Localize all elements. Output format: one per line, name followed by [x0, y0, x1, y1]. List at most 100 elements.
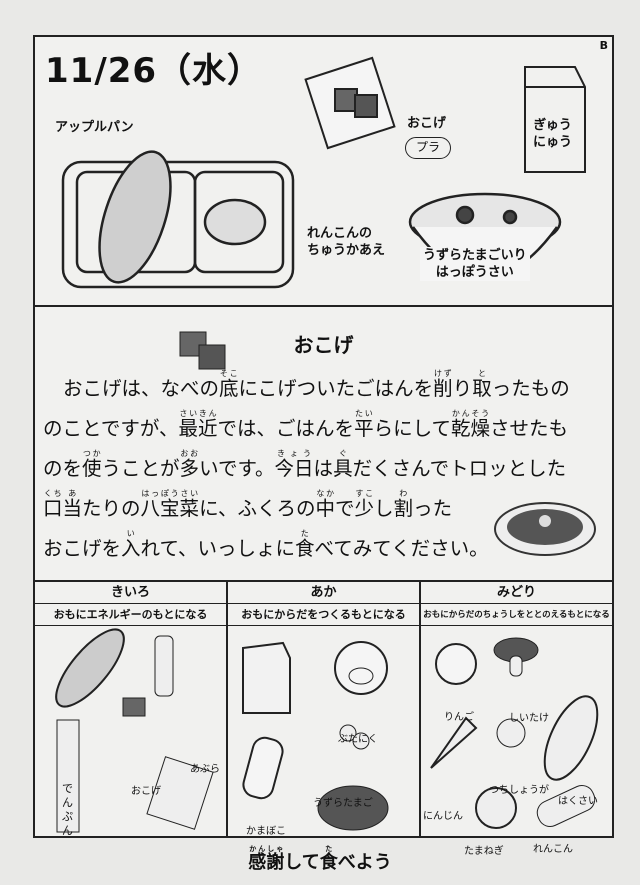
- kanji: 食: [294, 537, 315, 560]
- text-segment: うことが: [101, 457, 180, 480]
- furigana: た: [319, 845, 338, 853]
- text-segment: いです。: [199, 457, 275, 480]
- food-napa-cabbage: はくさい: [558, 796, 598, 807]
- kanji-with-furigana: 乾燥かんそう: [451, 409, 491, 440]
- food-okoge: おこげ: [131, 786, 161, 797]
- furigana: と: [472, 369, 492, 378]
- kanji: 口: [43, 497, 63, 520]
- text-segment: ったもの: [491, 377, 570, 400]
- furigana: きょう: [274, 449, 314, 458]
- text-segment: べてみてください。: [314, 537, 489, 560]
- group-description: おもにからだをつくるもとになる: [228, 604, 419, 626]
- kanji: 乾燥: [451, 417, 491, 440]
- kanji-with-furigana: 食た: [294, 529, 315, 560]
- lunch-calendar-sheet: 11/26（水） B アップルパン おこげ プラ ぎゅう にゅう れんこんの ち…: [33, 35, 614, 857]
- furigana: そこ: [219, 369, 239, 378]
- kanji: 平: [354, 417, 374, 440]
- kanji: 使: [82, 457, 102, 480]
- kanji-with-furigana: 少すこ: [355, 489, 375, 520]
- menu-illustrations: [61, 56, 586, 289]
- group-description: おもにからだのちょうしをととのえるもとになる: [421, 604, 612, 626]
- kanji-with-furigana: 使つか: [82, 449, 102, 480]
- kanji: 割: [393, 497, 414, 520]
- text-segment: に、ふくろの: [199, 497, 316, 520]
- kanji-with-furigana: 最近さいきん: [178, 409, 218, 440]
- furigana: くち: [43, 489, 63, 498]
- menu-section: 11/26（水） B アップルパン おこげ プラ ぎゅう にゅう れんこんの ち…: [35, 37, 612, 307]
- text-segment: のを: [43, 457, 83, 480]
- text-segment: らにして: [373, 417, 451, 440]
- yellow-foods-illustration: [55, 628, 214, 833]
- plastic-badge: プラ: [405, 137, 451, 159]
- text-segment: して: [284, 852, 320, 873]
- food-quail-egg: うずらたまご: [313, 798, 373, 809]
- kanji: 具: [333, 457, 353, 480]
- text-segment: し: [374, 497, 394, 520]
- furigana: たい: [354, 409, 374, 418]
- milk-carton-icon: [524, 66, 586, 173]
- kanji-with-furigana: 平たい: [354, 409, 374, 440]
- article-line: 口くち当あたりの八宝菜はっぽうさいに、ふくろの中なかで少すこし割わった: [43, 489, 513, 529]
- menu-item-milk: ぎゅう にゅう: [533, 118, 573, 150]
- green-foods-illustration: [430, 637, 599, 829]
- text-segment: では、ごはんを: [217, 417, 355, 440]
- text-segment: おこげは、なべの: [63, 377, 220, 400]
- food-onion: たまねぎ: [464, 846, 504, 857]
- text-segment: った: [413, 497, 453, 520]
- food-kamaboko: かまぼこ: [246, 826, 286, 837]
- article-line: おこげは、なべの底そこにこげついたごはんを削けずり取とったもの: [43, 369, 570, 409]
- kanji: 八宝菜: [140, 497, 200, 520]
- kanji-with-furigana: 削けず: [433, 369, 453, 400]
- furigana: かんそう: [451, 409, 491, 418]
- kanji: 入: [121, 537, 141, 560]
- furigana: かんしゃ: [248, 845, 285, 853]
- kanji: 当: [62, 497, 83, 520]
- food-pork: ぶたにく: [338, 734, 378, 745]
- group-description: おもにエネルギーのもとになる: [35, 604, 226, 626]
- kanji-with-furigana: 食た: [319, 845, 338, 873]
- footer-slogan: 感謝かんしゃして食たべよう: [0, 845, 640, 874]
- red-foods-illustration: [242, 641, 389, 831]
- kanji-with-furigana: 多おお: [179, 449, 200, 480]
- food-apple: りんご: [444, 712, 474, 723]
- text-segment: れて、いっしょに: [140, 537, 295, 560]
- text-segment: べよう: [337, 852, 392, 873]
- furigana: い: [121, 529, 141, 538]
- furigana: なか: [315, 489, 335, 498]
- kanji-with-furigana: 中なか: [315, 489, 335, 520]
- text-segment: にこげついたごはんを: [238, 377, 434, 400]
- kanji: 多: [179, 457, 200, 480]
- kanji: 中: [315, 497, 335, 520]
- text-segment: は: [313, 457, 334, 480]
- kanji: 取: [472, 377, 492, 400]
- text-segment: たりの: [82, 497, 141, 520]
- article-line: おこげを入いれて、いっしょに食たべてみてください。: [43, 529, 513, 569]
- text-segment: させたも: [490, 417, 569, 440]
- article-title: おこげ: [293, 333, 354, 357]
- food-ginger: つちしょうが: [489, 785, 549, 796]
- food-groups-table: きいろ おもにエネルギーのもとになる おこげ あぶら でんぷん あか おもにから…: [35, 582, 612, 857]
- corner-mark: B: [599, 39, 608, 52]
- article-section: おこげ おこげは、なべの底そこにこげついたごはんを削けずり取とったもののことです…: [35, 307, 612, 582]
- article-line: のことですが、最近さいきんでは、ごはんを平たいらにして乾燥かんそうさせたも: [43, 409, 568, 449]
- text-segment: だくさんでトロッとした: [352, 457, 567, 480]
- kanji: 最近: [178, 417, 218, 440]
- furigana: わ: [393, 489, 414, 498]
- food-oil: あぶら: [190, 764, 220, 775]
- group-red: あか おもにからだをつくるもとになる ぶたにく うずらたまご かまぼこ: [228, 582, 421, 838]
- food-carrot: にんじん: [423, 811, 463, 822]
- furigana: た: [294, 529, 315, 538]
- happosai-bowl-icon: [494, 502, 596, 556]
- furigana: さいきん: [178, 409, 218, 418]
- okoge-icon: [179, 331, 226, 370]
- kanji-with-furigana: 今日きょう: [275, 449, 314, 480]
- kanji-with-furigana: 割わ: [393, 489, 414, 520]
- kanji-with-furigana: 底そこ: [219, 369, 239, 400]
- furigana: はっぽうさい: [140, 489, 200, 498]
- kanji: 食: [319, 852, 338, 873]
- food-shiitake: しいたけ: [509, 713, 549, 724]
- kanji-with-furigana: 口くち: [43, 489, 63, 520]
- kanji: 底: [219, 377, 239, 400]
- date-heading: 11/26（水）: [45, 51, 263, 91]
- kanji: 削: [433, 377, 453, 400]
